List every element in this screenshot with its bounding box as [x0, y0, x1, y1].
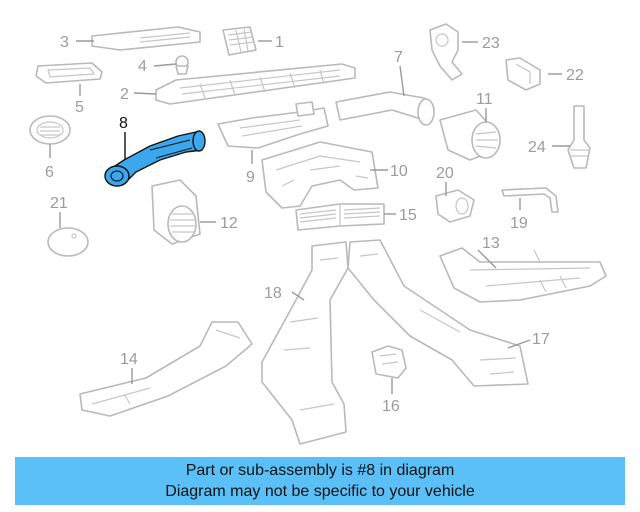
- part-4-shape: [175, 55, 189, 75]
- callout-23: 23: [482, 35, 500, 52]
- callout-7: 7: [394, 49, 403, 66]
- callout-18: 18: [264, 285, 282, 302]
- part-23-shape: [429, 23, 463, 81]
- part-8-highlighted-duct[interactable]: [104, 130, 206, 187]
- callout-15: 15: [399, 207, 417, 224]
- callout-17: 17: [532, 331, 550, 348]
- part-21-shape: [47, 227, 89, 257]
- part-13-shape: [439, 247, 607, 303]
- callout-1: 1: [275, 34, 284, 51]
- part-18-shape: [261, 241, 349, 445]
- part-15-shape: [295, 203, 385, 231]
- callout-22: 22: [566, 67, 584, 84]
- part-6-shape: [29, 115, 71, 145]
- part-16-shape: [371, 345, 407, 379]
- part-17-shape: [347, 239, 529, 387]
- callout-10: 10: [390, 163, 408, 180]
- part-11-shape: [439, 109, 501, 161]
- parts-diagram: 3 1 4 5 2 6 7 8 9 10 11 12 21 15 13 18 1…: [29, 23, 607, 445]
- callout-2: 2: [120, 86, 129, 103]
- part-20-shape: [435, 189, 475, 223]
- part-1-shape: [222, 26, 257, 56]
- callout-13: 13: [482, 235, 500, 252]
- part-5-shape: [35, 62, 103, 84]
- callout-14: 14: [120, 351, 138, 368]
- part-12-shape: [151, 179, 201, 245]
- callout-24: 24: [528, 139, 546, 156]
- part-14-shape: [79, 321, 253, 417]
- part-10-shape: [261, 141, 379, 209]
- part-9-shape: [217, 101, 329, 149]
- banner-line-disclaimer: Diagram may not be specific to your vehi…: [165, 483, 475, 500]
- banner-line-part-info: Part or sub-assembly is #8 in diagram: [185, 462, 455, 479]
- callout-3: 3: [60, 34, 69, 51]
- part-22-shape: [505, 57, 541, 91]
- callout-12: 12: [220, 215, 238, 232]
- part-2-shape: [155, 63, 356, 105]
- leader-lines: [49, 40, 570, 394]
- part-7-shape: [335, 91, 435, 126]
- part-19-shape: [501, 187, 559, 213]
- callout-6: 6: [45, 164, 54, 181]
- part-3-shape: [91, 26, 201, 51]
- callout-11: 11: [476, 91, 493, 108]
- part-24-shape: [567, 105, 591, 169]
- callout-19: 19: [510, 215, 528, 232]
- callout-labels: 3 1 4 5 2 6 7 8 9 10 11 12 21 15 13 18 1…: [45, 34, 584, 415]
- callout-8: 8: [119, 115, 128, 132]
- callout-20: 20: [436, 165, 454, 182]
- callout-4: 4: [138, 58, 147, 75]
- callout-21: 21: [50, 195, 68, 212]
- callout-5: 5: [75, 99, 84, 116]
- callout-16: 16: [382, 398, 400, 415]
- callout-9: 9: [246, 169, 255, 186]
- info-banner: Part or sub-assembly is #8 in diagram Di…: [15, 457, 625, 505]
